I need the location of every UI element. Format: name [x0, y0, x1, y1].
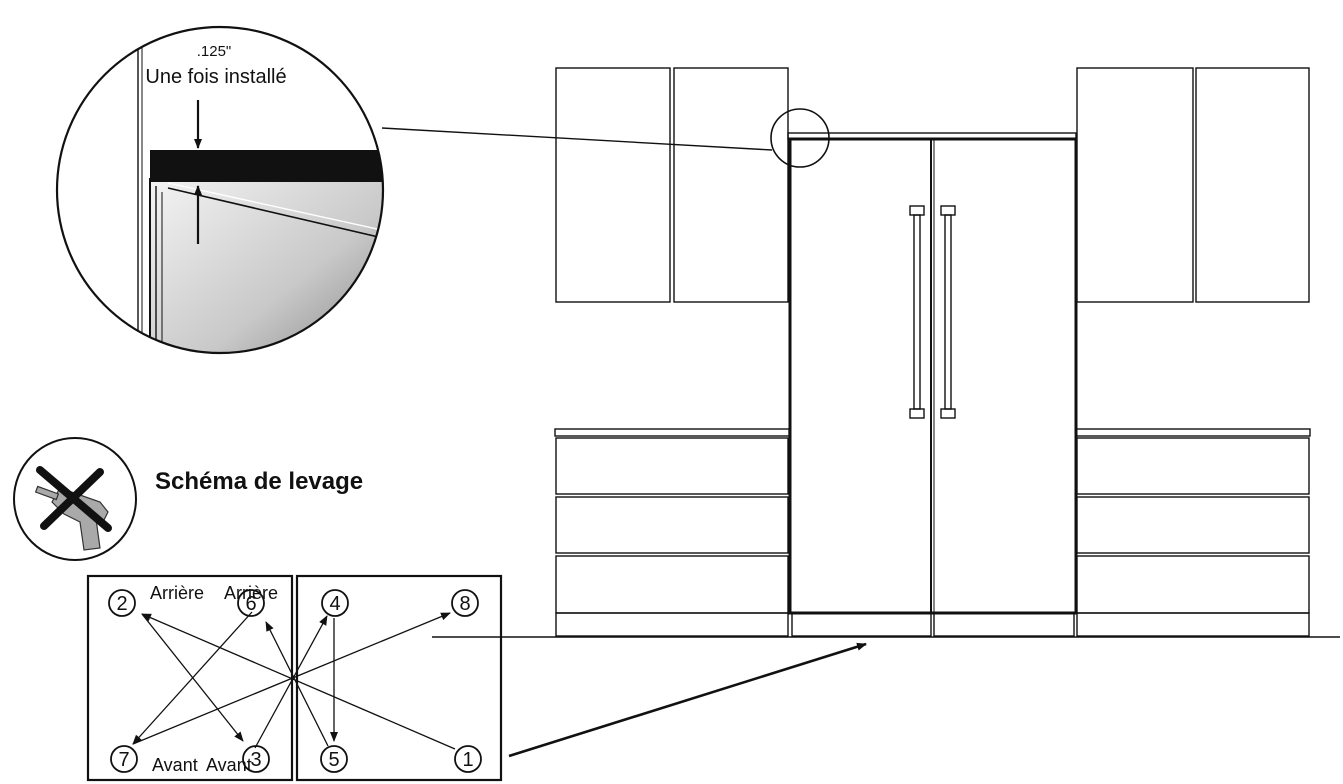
lift-point-6: 6: [237, 589, 265, 617]
upper-cabinet-left-2: [673, 67, 789, 303]
kitchen-elevation: [381, 67, 1340, 638]
zoom-circle: [55, 25, 385, 355]
drawer-left-2: [555, 496, 789, 554]
lift-point-8: 8: [451, 589, 479, 617]
svg-text:1: 1: [462, 749, 473, 771]
drawer-right-2: [1076, 496, 1310, 554]
drawer-left-3: [555, 555, 789, 614]
svg-text:2: 2: [116, 593, 127, 615]
drawer-right-3: [1076, 555, 1310, 614]
counter-top-left: [554, 428, 790, 437]
drawer-right-1: [1076, 437, 1310, 495]
lift-point-7: 7: [110, 745, 138, 773]
lift-panel-right: [295, 574, 503, 782]
refrigerator-handle-left: [909, 205, 925, 419]
sequence-arrow-1-2: [141, 613, 456, 750]
svg-text:7: 7: [118, 749, 129, 771]
refrigerator-body: [788, 137, 1078, 615]
right-rear-label: Arrière: [224, 583, 278, 603]
sequence-arrow-3-4: [254, 615, 328, 749]
upper-cabinet-right-1: [1076, 67, 1194, 303]
toe-kick-right: [1076, 612, 1310, 637]
toe-kick-left: [555, 612, 789, 637]
lift-point-4: 4: [321, 589, 349, 617]
detail-marker-circle: [770, 108, 830, 168]
svg-text:5: 5: [328, 749, 339, 771]
svg-text:3: 3: [250, 749, 261, 771]
lift-pattern-title: Schéma de levage: [155, 468, 363, 495]
upper-cabinet-right-2: [1195, 67, 1310, 303]
gap-dimension-label: .125": [197, 43, 232, 60]
sequence-arrow-7-8: [132, 612, 451, 745]
svg-text:4: 4: [329, 593, 340, 615]
door-corner-surface: [150, 178, 383, 353]
no-drill-icon: [13, 437, 137, 561]
left-front-label: Avant: [152, 755, 198, 775]
counter-top-right: [1075, 428, 1311, 437]
upper-cabinet-left-1: [555, 67, 671, 303]
right-front-label: Avant: [206, 755, 252, 775]
lift-pattern-diagram: Arrière Arrière Avant Avant 2 6 4: [86, 574, 503, 782]
drawer-left-1: [555, 437, 789, 495]
sequence-arrow-5-6: [265, 621, 329, 747]
refrigerator-handle-right: [940, 205, 956, 419]
svg-text:6: 6: [245, 593, 256, 615]
lift-point-1: 1: [454, 745, 482, 773]
lift-point-3: 3: [242, 745, 270, 773]
zoom-detail: .125" Une fois installé: [55, 25, 385, 355]
detail-leader-line: [381, 127, 773, 151]
left-rear-label: Arrière: [150, 583, 204, 603]
lift-point-5: 5: [320, 745, 348, 773]
lift-point-2: 2: [108, 589, 136, 617]
top-trim-band: [150, 150, 383, 182]
sequence-arrow-6-7: [132, 611, 253, 745]
lift-pattern-pointer-arrow: [508, 642, 867, 758]
installed-label: Une fois installé: [145, 66, 286, 88]
refrigerator-toe-kick: [791, 612, 932, 637]
svg-text:8: 8: [459, 593, 470, 615]
